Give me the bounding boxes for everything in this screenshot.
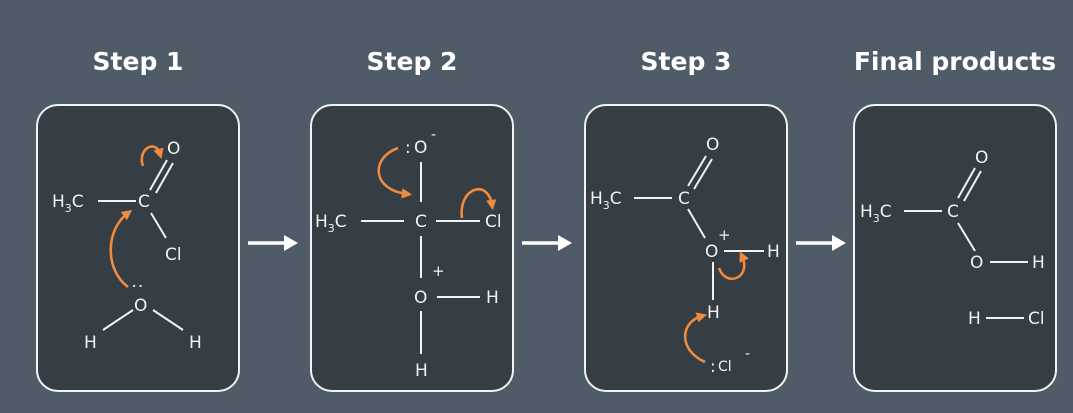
oxonium-hydrogen-right: H	[486, 288, 499, 308]
bond-o-h-left	[102, 309, 134, 331]
step-2-title: Step 2	[366, 47, 458, 76]
step-1-structure: H3C C O Cl : O H H	[52, 139, 202, 353]
double-bond-b	[155, 162, 174, 194]
curved-arrow-chloride-leaving	[460, 187, 497, 219]
hydroxyl-oxygen: O	[970, 253, 983, 273]
tetrahedral-carbon: C	[415, 212, 427, 232]
methyl-group: H3C	[590, 189, 622, 212]
water-oxygen: O	[134, 296, 147, 316]
oxonium-oxygen: O	[705, 242, 718, 262]
chlorine-atom: Cl	[165, 245, 182, 265]
carbonyl-carbon: C	[138, 192, 150, 212]
curved-arrow-bond-to-oxygen	[717, 251, 749, 280]
water-hydrogen-left: H	[84, 333, 97, 353]
oxide-lone-pair: :	[405, 138, 411, 158]
step-2-structure: : O - H3C C Cl + O H H	[315, 127, 502, 381]
oxonium-oxygen: O	[414, 288, 427, 308]
oxonium-hydrogen-down: H	[707, 303, 720, 323]
bond-c-cl	[150, 212, 167, 239]
bond-c-o	[687, 208, 706, 239]
bond-o-h-right	[152, 309, 184, 331]
curved-arrow-pi-bond	[140, 145, 164, 167]
chlorine-atom: Cl	[485, 212, 502, 232]
methyl-group: H3C	[52, 192, 84, 215]
step-3-title: Step 3	[640, 47, 732, 76]
reaction-arrow-1	[248, 235, 298, 251]
oxonium-hydrogen-down: H	[415, 361, 428, 381]
carboxyl-oxygen: O	[975, 148, 988, 168]
reaction-arrow-2	[522, 235, 572, 251]
bond-c-oh	[957, 222, 976, 252]
curved-arrow-water-attack	[109, 209, 133, 289]
reaction-arrow-3	[796, 235, 846, 251]
oxide-oxygen: O	[414, 138, 427, 158]
methyl-group: H3C	[860, 202, 892, 225]
double-bond-b	[963, 170, 982, 202]
final-products-structures: H3C C O O H H Cl	[860, 148, 1045, 329]
double-bond-b	[693, 158, 713, 190]
oxonium-plus: +	[718, 226, 731, 244]
curved-arrow-reform-carbonyl	[377, 146, 413, 199]
hcl-hydrogen: H	[968, 309, 981, 329]
double-bond-a	[687, 155, 707, 187]
step-1-title: Step 1	[92, 47, 184, 76]
step-2-panel	[310, 104, 514, 392]
carboxyl-carbon: C	[947, 202, 959, 222]
chloride-ion: Cl	[718, 359, 732, 375]
oxide-minus: -	[431, 127, 436, 143]
step-3-structure: H3C C O + O H H : Cl -	[590, 135, 780, 377]
final-products-panel	[853, 104, 1057, 392]
water-lone-pair: :	[128, 283, 148, 289]
curved-arrow-chloride-attack	[684, 312, 708, 364]
carbonyl-oxygen: O	[706, 135, 719, 155]
carbonyl-oxygen: O	[167, 139, 180, 159]
oxonium-hydrogen-right: H	[767, 242, 780, 262]
chloride-minus: -	[745, 346, 750, 362]
final-products-title: Final products	[853, 47, 1057, 76]
double-bond-a	[957, 167, 976, 199]
water-hydrogen-right: H	[189, 333, 202, 353]
hcl-chlorine: Cl	[1028, 309, 1045, 329]
methyl-group: H3C	[315, 212, 347, 235]
hydroxyl-hydrogen: H	[1032, 253, 1045, 273]
carbonyl-carbon: C	[678, 189, 690, 209]
oxonium-plus: +	[432, 262, 445, 280]
step-1-panel	[36, 104, 240, 392]
double-bond-a	[149, 159, 168, 191]
chloride-lone-pair: :	[710, 357, 716, 377]
